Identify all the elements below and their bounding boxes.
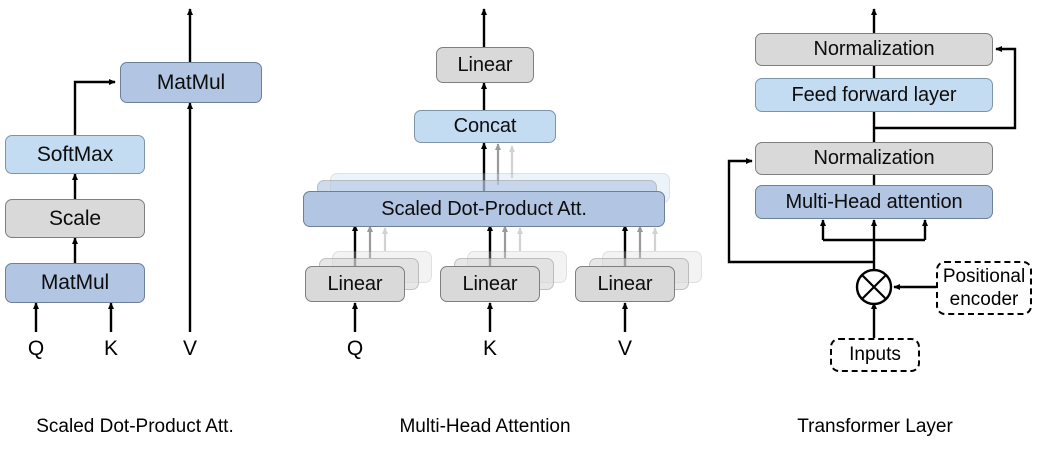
node-multi-head-attention-label: Multi-Head attention xyxy=(785,190,963,213)
node-linear-q-label: Linear xyxy=(327,272,383,295)
input-label-q-middle: Q xyxy=(346,337,364,360)
node-linear-v-label: Linear xyxy=(597,272,653,295)
elementwise-multiply-icon xyxy=(855,268,893,306)
node-matmul-top[interactable]: MatMul xyxy=(120,62,262,103)
node-feed-forward-layer[interactable]: Feed forward layer xyxy=(755,78,993,112)
node-normalization-top[interactable]: Normalization xyxy=(755,33,993,66)
node-linear-v[interactable]: Linear xyxy=(575,266,675,302)
node-concat[interactable]: Concat xyxy=(414,110,556,143)
node-multi-head-attention[interactable]: Multi-Head attention xyxy=(755,185,993,219)
input-label-v-left: V xyxy=(182,337,197,360)
input-label-k-middle: K xyxy=(482,337,497,360)
node-scale[interactable]: Scale xyxy=(5,199,145,238)
node-positional-encoder-label: Positional encoder xyxy=(942,265,1026,310)
caption-multi-head-attention: Multi-Head Attention xyxy=(399,416,571,437)
node-linear-q[interactable]: Linear xyxy=(305,266,405,302)
arrow-softmax-to-matmul-top xyxy=(73,78,116,135)
input-label-k-left: K xyxy=(103,337,118,360)
left-panel-connectors xyxy=(32,8,194,332)
arrow-residual-mha xyxy=(727,157,874,264)
node-linear-k-label: Linear xyxy=(462,272,518,295)
input-label-v-middle: V xyxy=(617,337,632,360)
node-normalization-bottom-label: Normalization xyxy=(813,147,935,169)
node-softmax-label: SoftMax xyxy=(36,142,114,166)
node-linear-output-label: Linear xyxy=(457,53,513,76)
node-matmul-bottom[interactable]: MatMul xyxy=(5,263,145,303)
node-feed-forward-layer-label: Feed forward layer xyxy=(791,83,957,106)
node-inputs-label: Inputs xyxy=(849,344,901,366)
node-sdpa-label: Scaled Dot-Product Att. xyxy=(381,197,587,220)
node-matmul-top-label: MatMul xyxy=(156,70,226,94)
arrow-residual-feed-forward xyxy=(874,45,1017,130)
node-inputs[interactable]: Inputs xyxy=(830,338,920,372)
node-positional-encoder[interactable]: Positional encoder xyxy=(936,261,1032,315)
node-linear-k[interactable]: Linear xyxy=(440,266,540,302)
node-matmul-bottom-label: MatMul xyxy=(40,271,110,294)
node-linear-output[interactable]: Linear xyxy=(436,47,534,83)
input-label-q-left: Q xyxy=(27,337,45,360)
node-scaled-dot-product-attention[interactable]: Scaled Dot-Product Att. xyxy=(303,191,665,227)
node-scale-label: Scale xyxy=(48,206,102,230)
node-normalization-bottom[interactable]: Normalization xyxy=(755,142,993,175)
node-softmax[interactable]: SoftMax xyxy=(5,135,145,174)
caption-transformer-layer: Transformer Layer xyxy=(797,416,953,437)
node-normalization-top-label: Normalization xyxy=(813,38,935,60)
node-concat-label: Concat xyxy=(453,115,517,137)
caption-scaled-dot-product-attention: Scaled Dot-Product Att. xyxy=(36,416,234,437)
